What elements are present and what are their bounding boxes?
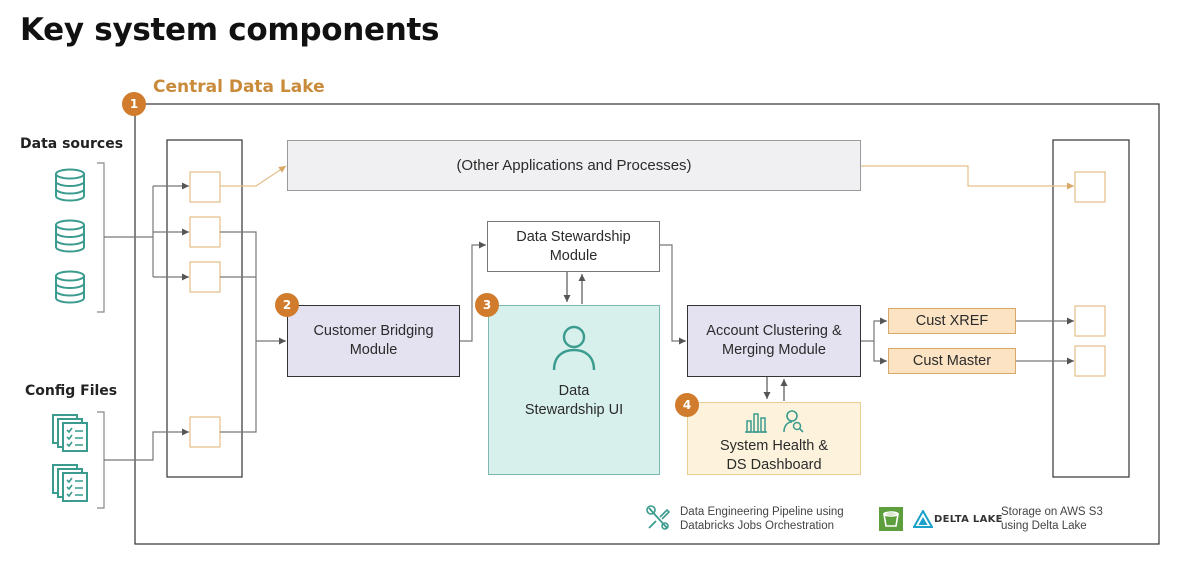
module-label-line: DS Dashboard <box>726 457 822 473</box>
module-label-line: Customer Bridging <box>313 323 434 339</box>
step-badge: 3 <box>475 293 499 317</box>
connector <box>220 165 287 187</box>
connector <box>861 165 1074 190</box>
module-label-line: Data <box>558 383 590 399</box>
delta-lake-logo-text: DELTA LAKE <box>934 514 1003 525</box>
data-sources-bracket <box>97 162 105 313</box>
legend-line: Data Engineering Pipeline using <box>680 506 844 518</box>
connector <box>660 244 686 345</box>
data-stewardship-module-box[interactable]: Data Stewardship Module <box>487 221 660 272</box>
other-applications-label: (Other Applications and Processes) <box>456 157 692 174</box>
legend-storage-text: Storage on AWS S3 using Delta Lake <box>1001 505 1103 533</box>
output-slot <box>1074 345 1106 377</box>
legend-line: using Delta Lake <box>1001 520 1087 532</box>
legend-line: Databricks Jobs Orchestration <box>680 520 835 532</box>
tools-icon <box>646 505 671 530</box>
step-badge: 2 <box>275 293 299 317</box>
config-file-icon <box>52 464 88 502</box>
data-sources-label: Data sources <box>20 136 124 152</box>
input-slot <box>189 171 221 203</box>
user-icon <box>552 325 596 371</box>
config-file-icon <box>52 414 88 452</box>
module-label-line: Module <box>549 247 598 264</box>
output-slot <box>1074 305 1106 337</box>
legend-pipeline-text: Data Engineering Pipeline using Databric… <box>680 505 844 533</box>
step-badge: 1 <box>122 92 146 116</box>
system-health-dashboard-box[interactable]: System Health & DS Dashboard <box>687 402 861 475</box>
config-files-bracket <box>97 411 105 509</box>
output-slot <box>1074 171 1106 203</box>
table-label: Cust Master <box>912 352 992 369</box>
person-search-icon <box>783 410 804 433</box>
connector <box>220 231 257 433</box>
legend-line: Storage on AWS S3 <box>1001 506 1103 518</box>
input-slot <box>189 416 221 448</box>
central-data-lake-label: Central Data Lake <box>153 77 325 97</box>
config-files-label: Config Files <box>25 383 118 399</box>
output-frame <box>1052 139 1130 478</box>
module-label-line: Data Stewardship <box>516 228 631 245</box>
customer-bridging-module-box[interactable]: Customer Bridging Module <box>287 305 460 377</box>
module-label-line: Module <box>349 342 398 358</box>
step-badge: 4 <box>675 393 699 417</box>
ingestion-frame <box>166 139 243 478</box>
account-clustering-module-box[interactable]: Account Clustering & Merging Module <box>687 305 861 377</box>
module-label-line: Stewardship UI <box>524 402 624 418</box>
connector <box>873 341 887 365</box>
s3-bucket-icon <box>879 507 903 531</box>
delta-lake-icon <box>913 510 933 528</box>
connector <box>460 241 486 342</box>
database-icon <box>55 168 85 202</box>
page-title: Key system components <box>20 12 440 48</box>
cust-xref-table[interactable]: Cust XREF <box>888 308 1016 334</box>
input-slot <box>189 216 221 248</box>
connector <box>861 317 887 342</box>
bar-chart-icon <box>745 413 767 433</box>
module-label-line: Merging Module <box>722 342 826 358</box>
data-stewardship-ui-box[interactable]: Data Stewardship UI <box>488 305 660 475</box>
central-data-lake-frame <box>134 103 1160 545</box>
cust-master-table[interactable]: Cust Master <box>888 348 1016 374</box>
other-applications-box[interactable]: (Other Applications and Processes) <box>287 140 861 191</box>
table-label: Cust XREF <box>915 312 989 329</box>
input-slot <box>189 261 221 293</box>
database-icon <box>55 270 85 304</box>
database-icon <box>55 219 85 253</box>
module-label-line: System Health & <box>720 438 828 454</box>
connector <box>104 428 189 461</box>
module-label-line: Account Clustering & <box>706 323 842 339</box>
